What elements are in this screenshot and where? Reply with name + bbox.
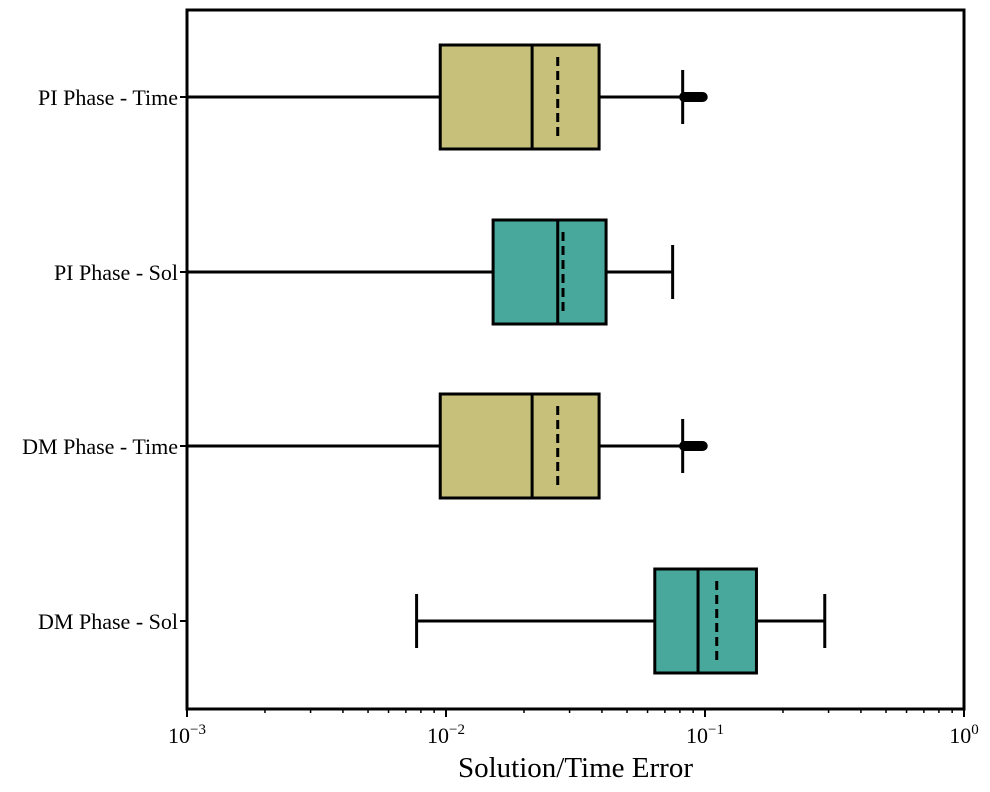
- box-iqr: [653, 567, 758, 675]
- y-tick-label: PI Phase - Time: [38, 85, 178, 110]
- x-tick-label: 100: [949, 722, 979, 748]
- x-axis-title: Solution/Time Error: [458, 752, 693, 784]
- x-tick-label: 10−2: [427, 722, 465, 748]
- boxes-layer: [187, 43, 827, 675]
- box-group: [187, 43, 708, 151]
- x-axis-ticks: 10−3 10−2 10−1 100: [168, 709, 979, 748]
- y-tick-label: DM Phase - Time: [22, 434, 178, 459]
- box-group: [187, 392, 708, 500]
- box-group: [415, 567, 827, 675]
- x-tick-label: 10−1: [686, 722, 724, 748]
- box-group: [187, 218, 675, 326]
- box-iqr: [438, 392, 601, 500]
- box-iqr: [438, 43, 601, 151]
- y-axis-categories: PI Phase - Time PI Phase - Sol DM Phase - …: [22, 85, 187, 634]
- y-tick-label: PI Phase - Sol: [54, 260, 178, 285]
- y-tick-label: DM Phase - Sol: [38, 609, 178, 634]
- plot-frame: [185, 8, 966, 711]
- box-iqr: [491, 218, 608, 326]
- x-tick-label: 10−3: [168, 722, 206, 748]
